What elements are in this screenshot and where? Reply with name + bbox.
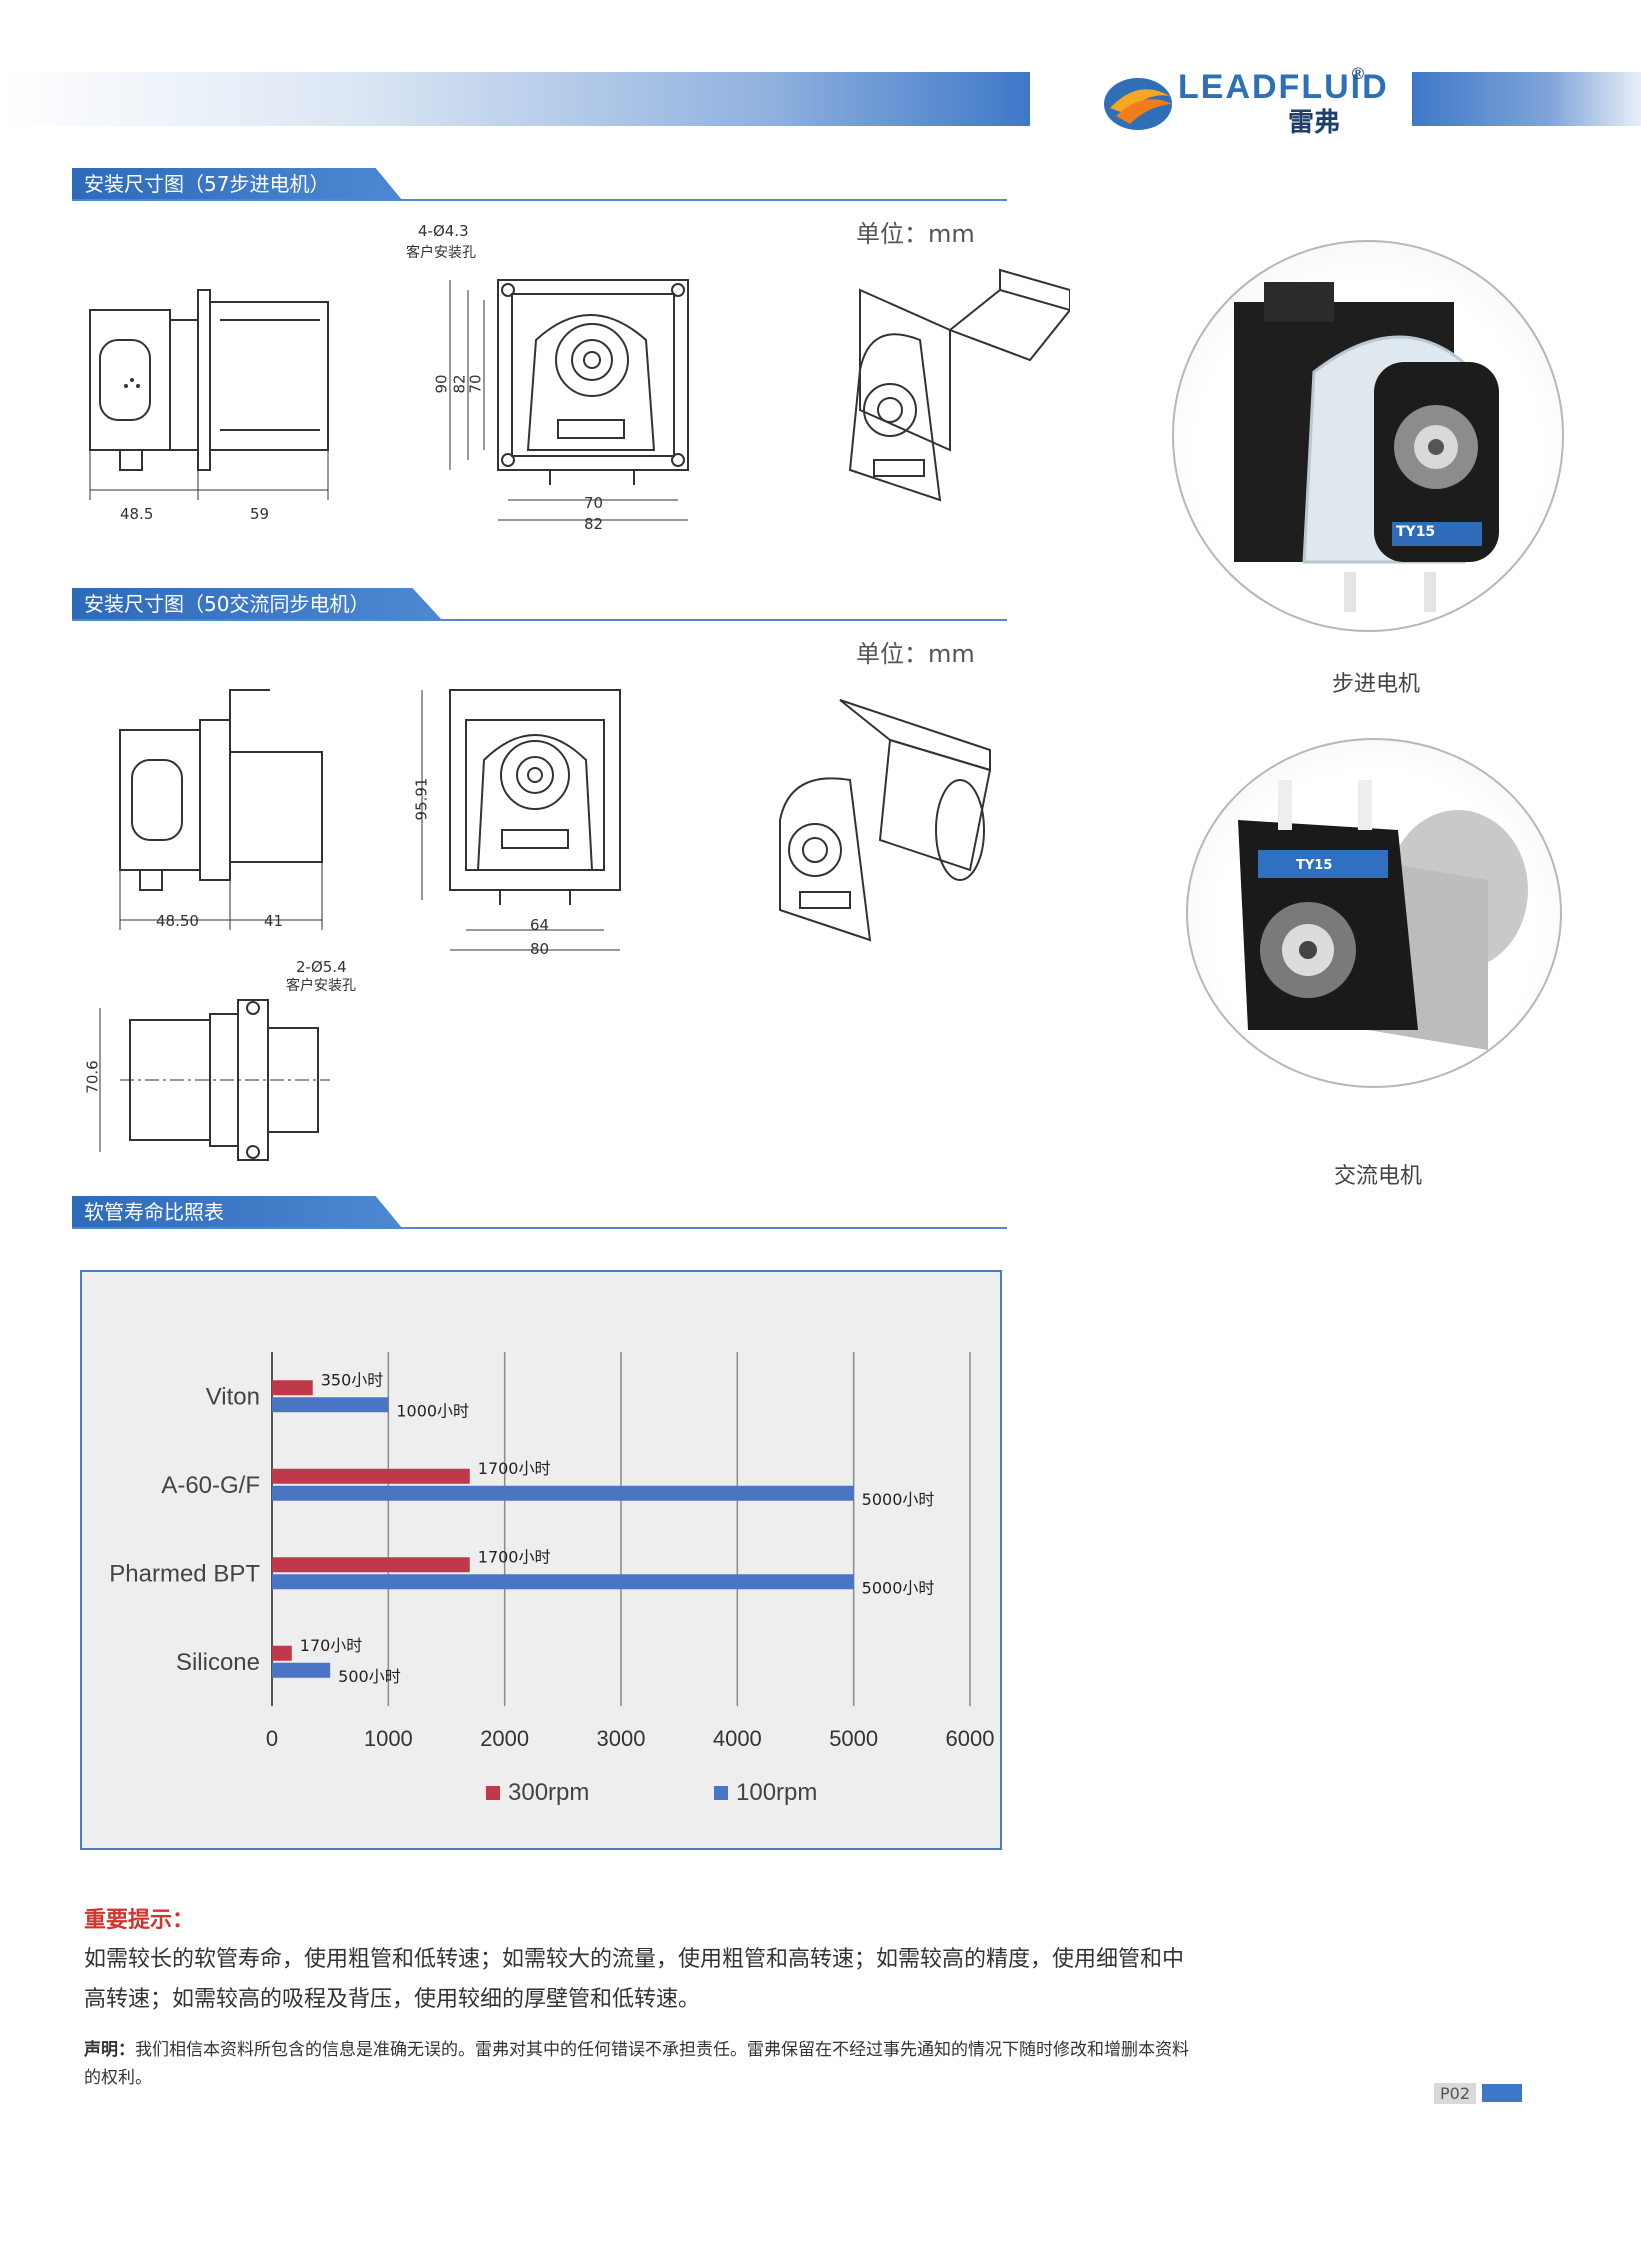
logo-text-cn: 雷弗 bbox=[1288, 108, 1341, 138]
bar-300rpm bbox=[272, 1645, 292, 1661]
unit-label-ac: 单位：mm bbox=[856, 640, 975, 668]
x-tick-label: 2000 bbox=[480, 1726, 529, 1751]
declaration-text: 我们相信本资料所包含的信息是准确无误的。雷弗对其中的任何错误不承担责任。雷弗保留… bbox=[84, 2040, 1189, 2088]
page-number-bar bbox=[1482, 2084, 1522, 2102]
unit-label-stepper: 单位：mm bbox=[856, 220, 975, 248]
category-label: Viton bbox=[206, 1383, 260, 1410]
dim-stepper-b2: 82 bbox=[584, 515, 604, 533]
x-tick-label: 6000 bbox=[946, 1726, 995, 1751]
data-label: 1700小时 bbox=[478, 1459, 551, 1478]
bar-300rpm bbox=[272, 1380, 313, 1396]
stepper-isometric-drawing bbox=[848, 268, 1070, 502]
dim-stepper-side-2: 59 bbox=[250, 505, 270, 523]
category-label: Silicone bbox=[176, 1649, 260, 1676]
category-label: A-60-G/F bbox=[161, 1472, 260, 1499]
stepper-motor-photo bbox=[1172, 240, 1564, 632]
x-tick-label: 4000 bbox=[713, 1726, 762, 1751]
ac-isometric-drawing bbox=[779, 699, 992, 942]
stepper-pump-label: TY15 bbox=[1396, 524, 1436, 540]
section-title-stepper: 安装尺寸图（57步进电机） bbox=[72, 168, 402, 200]
legend-swatch bbox=[486, 1786, 500, 1800]
section-divider bbox=[72, 199, 1007, 201]
data-label: 500小时 bbox=[338, 1667, 401, 1686]
section-title-chart: 软管寿命比照表 bbox=[72, 1196, 402, 1228]
important-note-title: 重要提示： bbox=[84, 1908, 195, 1933]
header-right-block bbox=[1412, 72, 1641, 126]
stepper-caption: 步进电机 bbox=[1332, 672, 1421, 697]
bar-300rpm bbox=[272, 1557, 470, 1573]
ac-top-view-drawing bbox=[99, 999, 330, 1161]
declaration: 声明：我们相信本资料所包含的信息是准确无误的。雷弗对其中的任何错误不承担责任。雷… bbox=[84, 2036, 1194, 2092]
data-label: 1700小时 bbox=[478, 1547, 551, 1566]
ac-pump-label: TY15 bbox=[1296, 858, 1333, 873]
hole-label-ac: 2-Ø5.4 bbox=[296, 958, 347, 976]
data-label: 5000小时 bbox=[862, 1578, 935, 1597]
ac-front-view-drawing bbox=[421, 689, 621, 951]
legend-label: 300rpm bbox=[508, 1779, 589, 1806]
section-divider bbox=[72, 1227, 1007, 1229]
dim-stepper-b1: 70 bbox=[584, 494, 604, 512]
header-gradient-bar bbox=[0, 72, 1030, 126]
bar-300rpm bbox=[272, 1468, 470, 1484]
dim-stepper-side-1: 48.5 bbox=[120, 505, 154, 523]
hole-note-stepper: 客户安装孔 bbox=[406, 245, 476, 261]
section-divider bbox=[72, 619, 1007, 621]
ac-motor-photo bbox=[1186, 738, 1562, 1088]
bar-100rpm bbox=[272, 1662, 331, 1678]
section-title-ac: 安装尺寸图（50交流同步电机） bbox=[72, 588, 442, 620]
dim-ac-side-1: 48.50 bbox=[156, 912, 199, 930]
bar-100rpm bbox=[272, 1574, 854, 1590]
data-label: 170小时 bbox=[300, 1636, 363, 1655]
ac-caption: 交流电机 bbox=[1334, 1164, 1423, 1189]
x-tick-label: 5000 bbox=[829, 1726, 878, 1751]
hole-label-stepper: 4-Ø4.3 bbox=[418, 222, 469, 240]
data-label: 5000小时 bbox=[862, 1490, 935, 1509]
stepper-front-view-drawing bbox=[449, 279, 689, 521]
dim-ac-b2: 80 bbox=[530, 940, 550, 958]
data-label: 1000小时 bbox=[396, 1401, 469, 1420]
leadfluid-logo-icon bbox=[1104, 78, 1172, 130]
legend-label: 100rpm bbox=[736, 1779, 817, 1806]
legend-swatch bbox=[714, 1786, 728, 1800]
page-number: P02 bbox=[1434, 2083, 1477, 2104]
x-tick-label: 1000 bbox=[364, 1726, 413, 1751]
stepper-side-view-drawing bbox=[89, 289, 329, 500]
hole-note-ac: 客户安装孔 bbox=[286, 978, 356, 994]
important-note-body: 如需较长的软管寿命，使用粗管和低转速；如需较大的流量，使用粗管和高转速；如需较高… bbox=[84, 1947, 1185, 2012]
data-label: 350小时 bbox=[321, 1370, 384, 1389]
hose-life-chart-panel bbox=[80, 1270, 1002, 1850]
logo-registered: ® bbox=[1350, 64, 1366, 83]
x-tick-label: 3000 bbox=[597, 1726, 646, 1751]
declaration-label: 声明： bbox=[84, 2040, 135, 2060]
bar-100rpm bbox=[272, 1485, 854, 1501]
x-tick-label: 0 bbox=[266, 1726, 278, 1751]
category-label: Pharmed BPT bbox=[109, 1560, 260, 1587]
dim-ac-b1: 64 bbox=[530, 916, 550, 934]
ac-pump-image bbox=[1238, 780, 1528, 1050]
ac-side-view-drawing bbox=[119, 689, 323, 930]
dim-ac-side-2: 41 bbox=[264, 912, 284, 930]
bar-100rpm bbox=[272, 1397, 389, 1413]
stepper-pump-image bbox=[1234, 282, 1499, 612]
logo-text-en: LEADFLUID bbox=[1178, 68, 1389, 106]
